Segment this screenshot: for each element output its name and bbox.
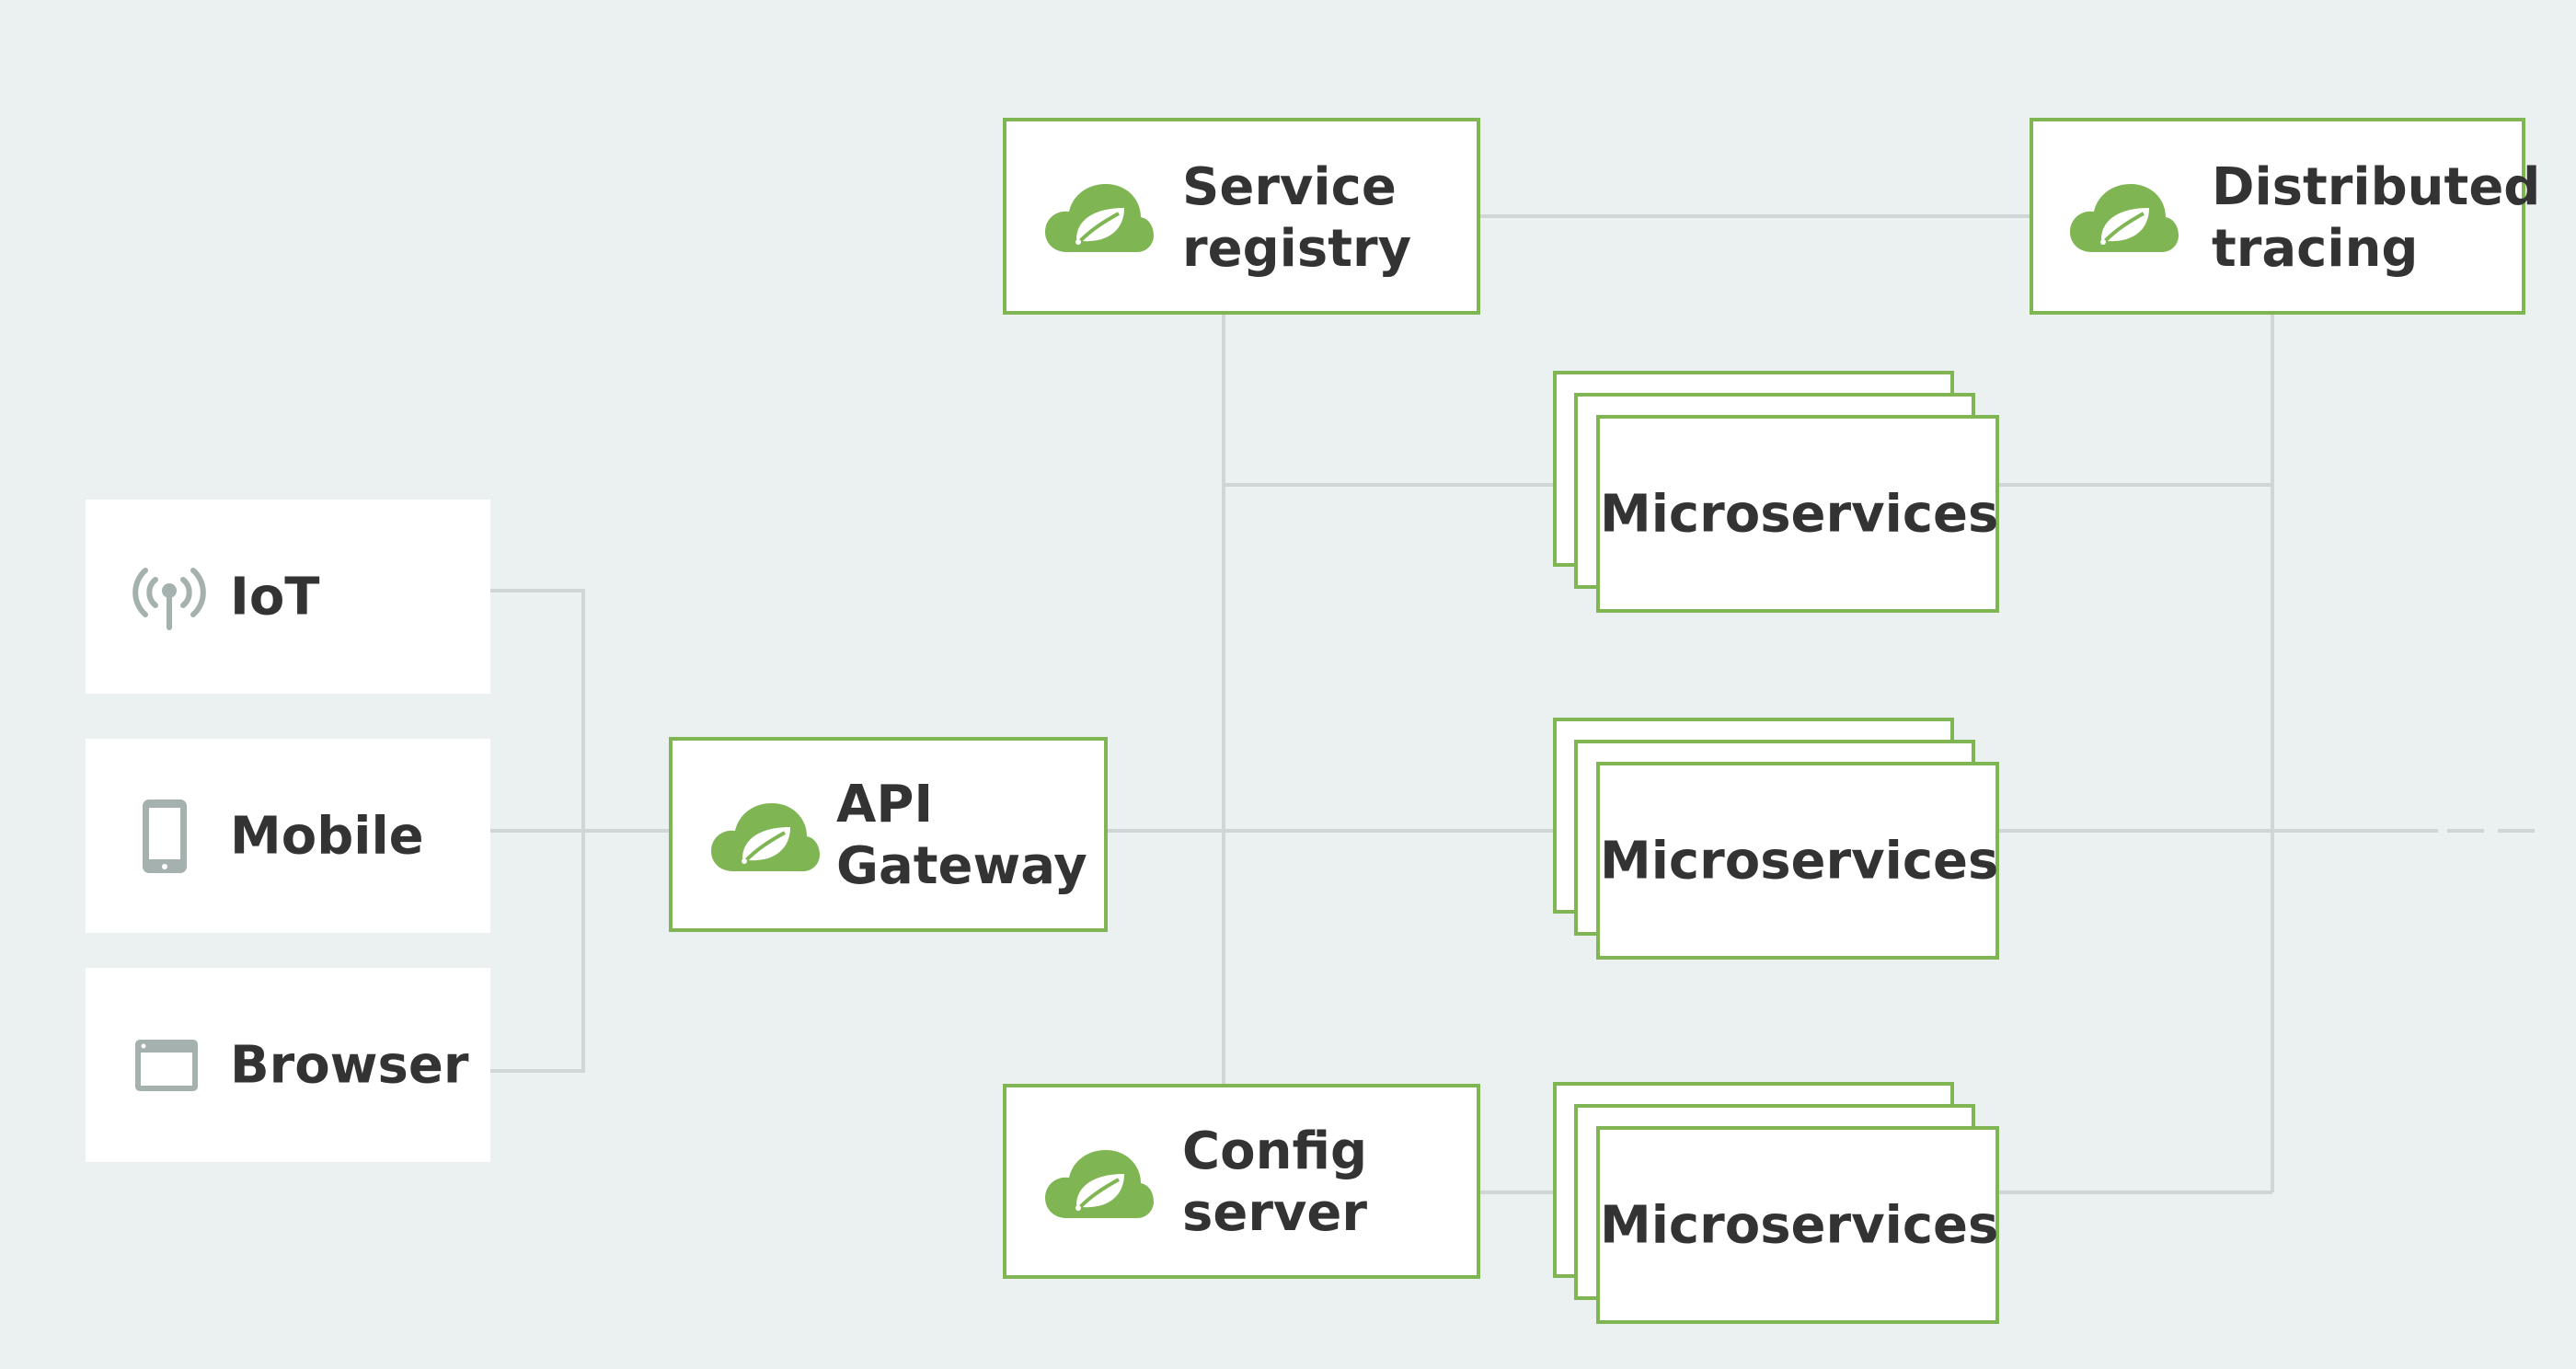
stack-card-front: Microservices xyxy=(1596,1126,1999,1324)
distributed-tracing-box: Distributed tracing xyxy=(2030,118,2540,315)
spring-cloud-icon xyxy=(1045,1146,1154,1220)
stack-card-front: Microservices xyxy=(1596,415,1999,613)
registry-label-line1: Service xyxy=(1182,157,1397,217)
microservices-label: Microservices xyxy=(1600,831,1999,891)
client-label: Mobile xyxy=(230,806,424,866)
spring-cloud-icon xyxy=(711,800,820,873)
gateway-label-line1: API xyxy=(836,775,934,834)
microservices-stack: Microservices xyxy=(1553,718,2000,960)
client-label: Browser xyxy=(230,1035,469,1095)
client-label: IoT xyxy=(230,567,320,627)
stack-card-front: Microservices xyxy=(1596,762,1999,960)
client-browser: Browser xyxy=(86,968,490,1162)
registry-label-line2: registry xyxy=(1182,219,1412,279)
mobile-phone-icon xyxy=(141,798,189,875)
client-iot: IoT xyxy=(86,500,490,694)
tracing-label-line2: tracing xyxy=(2212,219,2419,279)
microservices-stack: Microservices xyxy=(1553,371,2000,613)
config-label-line1: Config xyxy=(1182,1122,1368,1181)
microservices-stack: Microservices xyxy=(1553,1082,2000,1324)
spring-cloud-icon xyxy=(1045,180,1154,254)
config-server-box: Config server xyxy=(1003,1084,1480,1279)
api-gateway-box: API Gateway xyxy=(669,737,1108,932)
antenna-icon xyxy=(130,563,209,631)
browser-window-icon xyxy=(133,1038,200,1093)
client-mobile: Mobile xyxy=(86,739,490,933)
service-registry-box: Service registry xyxy=(1003,118,1480,315)
gateway-label-line2: Gateway xyxy=(836,836,1087,896)
tracing-label-line1: Distributed xyxy=(2212,157,2541,217)
microservices-label: Microservices xyxy=(1600,1195,1999,1255)
spring-cloud-icon xyxy=(2070,180,2179,254)
config-label-line2: server xyxy=(1182,1183,1368,1243)
microservices-label: Microservices xyxy=(1600,484,1999,544)
